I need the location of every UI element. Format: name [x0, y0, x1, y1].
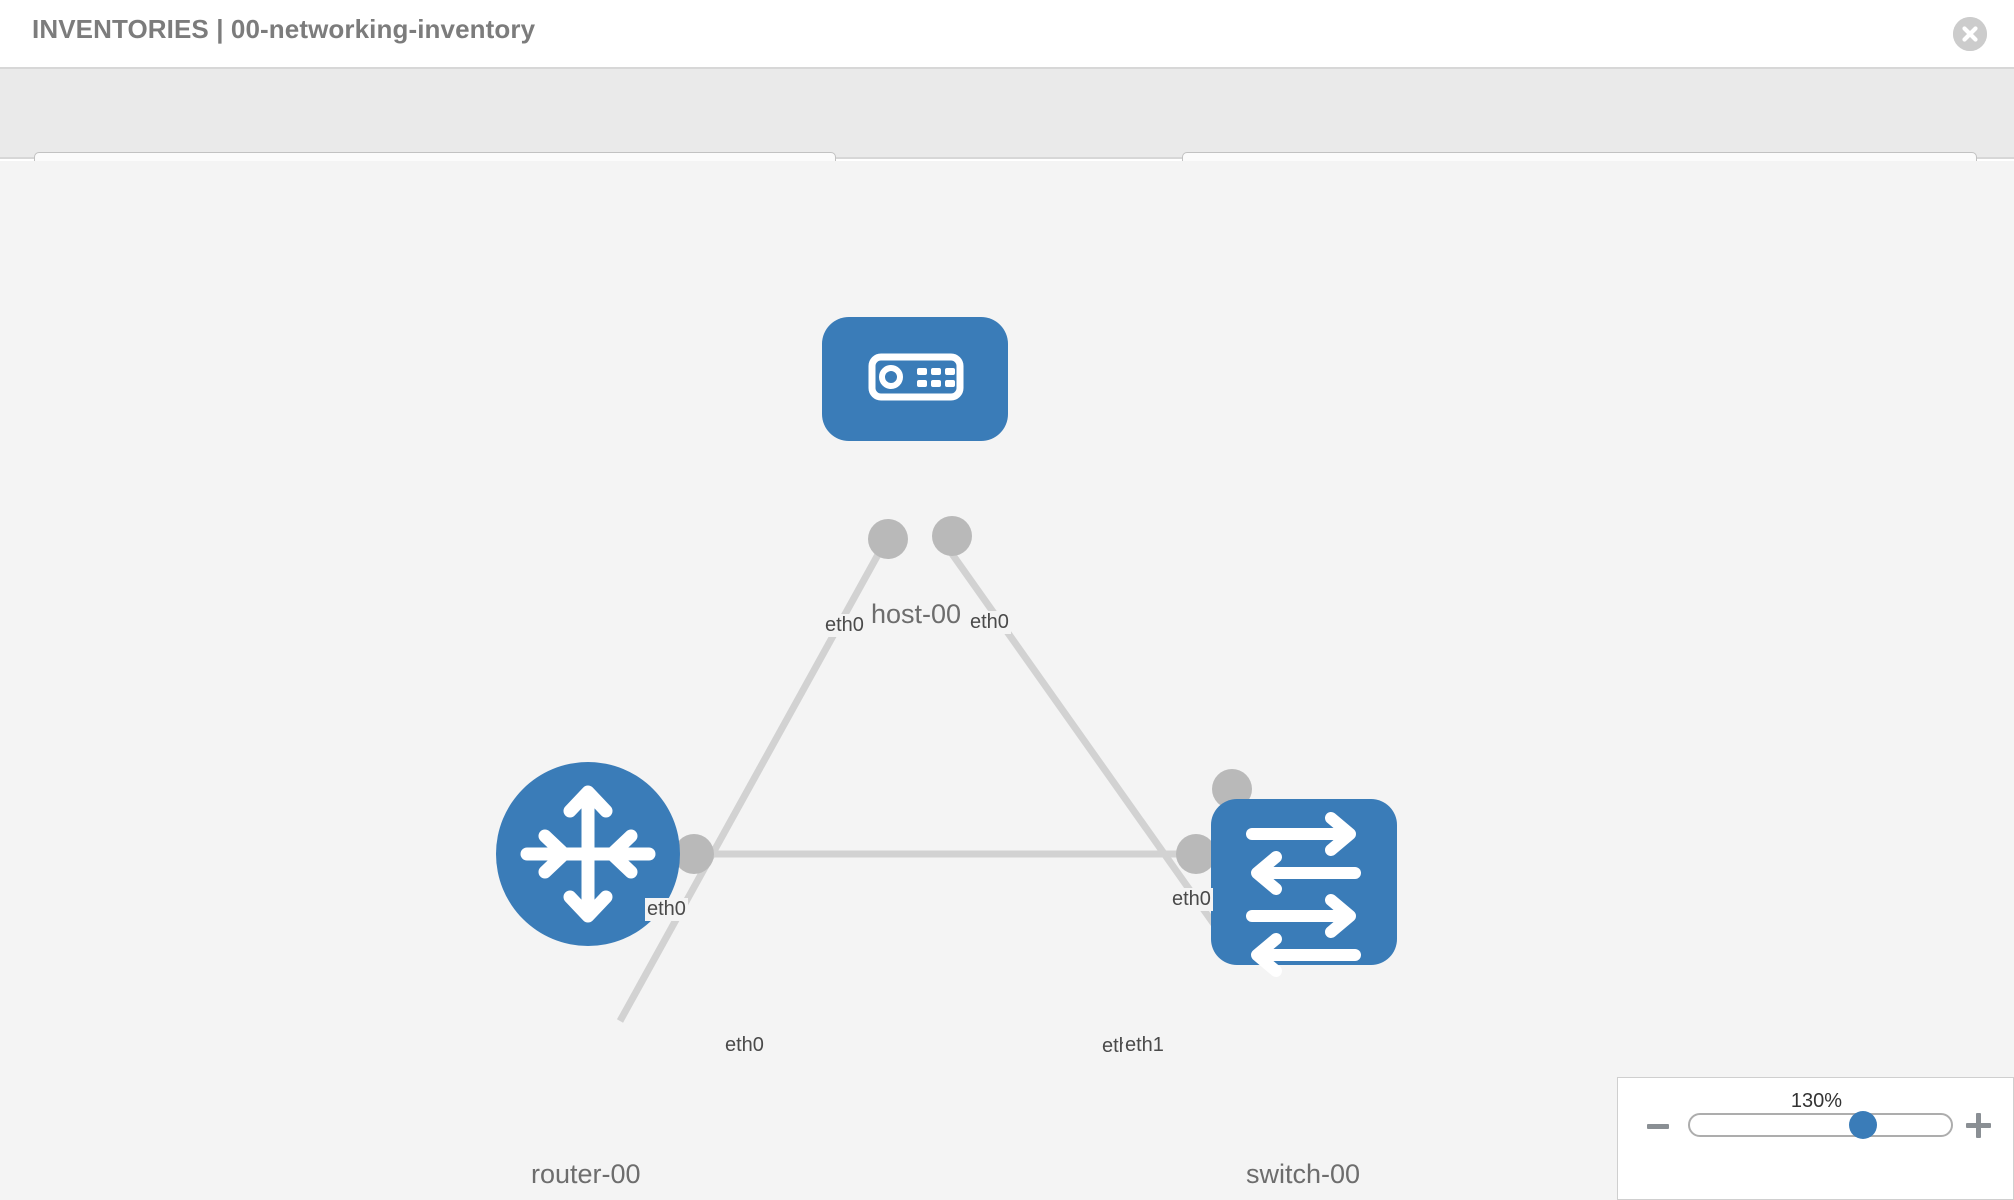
port-label: eth0	[723, 1034, 766, 1057]
toolbar: ACTIONS SEARCH	[0, 69, 2014, 204]
node-label-switch-00: switch-00	[1244, 1159, 1363, 1190]
page-header: INVENTORIES | 00-networking-inventory	[0, 0, 2014, 69]
switch-arrows-icon	[1246, 812, 1361, 977]
router-arrows-icon	[520, 785, 656, 923]
node-router-00[interactable]	[496, 762, 680, 946]
node-switch-00[interactable]	[1211, 799, 1397, 977]
port-label: eth0	[823, 614, 866, 637]
server-icon	[868, 353, 964, 401]
zoom-in-button[interactable]	[1966, 1113, 1991, 1138]
port-host-right	[932, 516, 972, 556]
topology-graph[interactable]	[0, 161, 2014, 1200]
zoom-out-button[interactable]	[1647, 1124, 1669, 1129]
node-label-router-00: router-00	[529, 1159, 643, 1190]
close-icon[interactable]	[1953, 17, 1987, 51]
page-title: INVENTORIES | 00-networking-inventory	[32, 14, 536, 44]
port-label: eth0	[968, 611, 1011, 634]
port-label: eth0	[645, 898, 688, 921]
port-label: eth0	[1170, 888, 1213, 911]
node-label-host-00: host-00	[869, 599, 964, 630]
node-host-00[interactable]	[822, 317, 1008, 441]
port-router-east	[674, 834, 714, 874]
zoom-level-value: 130%	[1790, 1090, 1843, 1112]
port-switch-west	[1176, 834, 1216, 874]
zoom-slider-track[interactable]	[1688, 1113, 1953, 1137]
port-host-left	[868, 519, 908, 559]
port-label: eth1	[1123, 1034, 1166, 1057]
topology-canvas[interactable]: eth0 eth0 eth0 eth0 eth0 eth eth1 host-0…	[0, 161, 2014, 1200]
zoom-control-panel: 130%	[1617, 1077, 2014, 1200]
zoom-slider-thumb[interactable]	[1849, 1111, 1878, 1139]
